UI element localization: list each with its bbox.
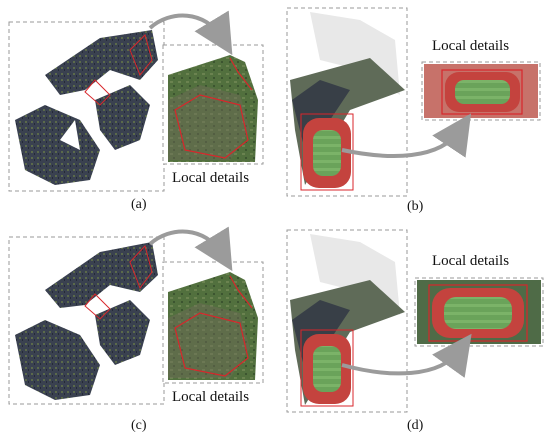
panel-c-detail-slope	[168, 303, 250, 378]
panel-a-terrain-bottom	[15, 105, 100, 185]
panel-b-label: (b)	[407, 199, 424, 214]
panel-c-red-outline-2	[129, 245, 153, 290]
panel-a	[8, 10, 264, 192]
panel-d-detail-field	[444, 297, 512, 329]
panel-c-arrow	[148, 226, 233, 272]
panel-c-terrain-mid	[95, 300, 150, 365]
panel-a-label: (a)	[131, 197, 147, 212]
panel-c-terrain-top	[45, 242, 158, 308]
panel-c-detail-red-outline	[174, 312, 249, 377]
panel-b	[286, 7, 541, 197]
panel-c-terrain-bottom	[15, 320, 100, 400]
panel-a-detail-red-line	[229, 57, 253, 91]
panel-d-detail-red-outline	[428, 284, 528, 342]
panel-a-detail-terrain	[168, 55, 258, 162]
panel-d-label: (d)	[407, 418, 424, 433]
panel-b-detail-field	[455, 80, 510, 104]
panel-a-detail-caption: Local details	[172, 170, 250, 186]
panel-a-terrain-top	[45, 30, 158, 95]
panel-c-label: (c)	[131, 418, 147, 433]
panel-d	[286, 229, 544, 413]
panel-a-snow-patch	[60, 120, 80, 150]
panel-d-field	[313, 346, 341, 392]
panel-a-red-outline	[84, 79, 111, 106]
panel-b-field	[313, 130, 341, 176]
panel-c-detail-caption: Local details	[172, 389, 250, 405]
panel-a-detail-slope	[168, 85, 250, 160]
panel-a-arrow	[148, 10, 233, 56]
panel-a-detail-red-outline	[174, 94, 249, 159]
panel-c	[8, 226, 264, 405]
panel-b-detail-caption: Local details	[432, 38, 510, 54]
panel-d-detail-caption: Local details	[432, 253, 510, 269]
panel-c-red-outline	[84, 293, 111, 320]
panel-a-terrain-mid	[95, 85, 150, 150]
panel-b-detail-red-outline	[441, 69, 523, 115]
panel-d-arrow	[341, 333, 472, 378]
panel-c-detail-red-line	[229, 275, 253, 309]
panel-c-detail-terrain	[168, 272, 258, 380]
panel-b-arrow	[341, 113, 472, 158]
panel-a-red-outline-2	[129, 34, 153, 76]
